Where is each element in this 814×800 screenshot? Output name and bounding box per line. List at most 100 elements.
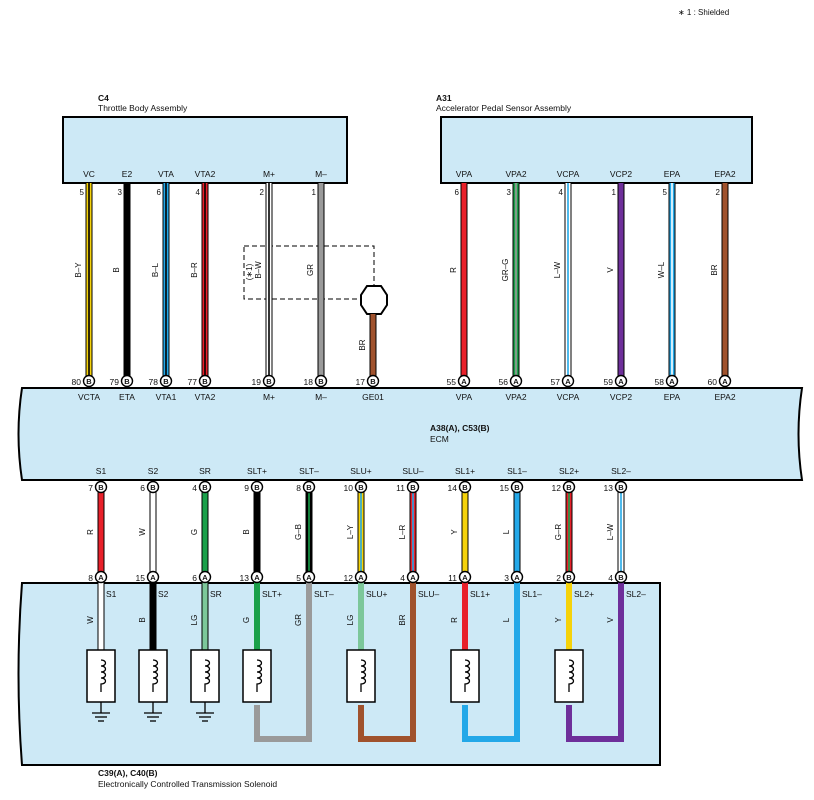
top-color-code-3: B–R xyxy=(190,262,199,278)
ecm-top-num-7: 56 xyxy=(499,377,509,387)
sol-num-0: 8 xyxy=(88,573,93,583)
coil-box-4 xyxy=(346,649,376,703)
ecm-top-pin-0-circle xyxy=(82,374,96,388)
top-label-11: EPA2 xyxy=(714,169,735,179)
sol-label-0: S1 xyxy=(106,589,117,599)
sol-pin-9-circle xyxy=(562,570,576,584)
coil-icon-5 xyxy=(464,659,471,692)
top-color-code-11: BR xyxy=(710,264,719,275)
sol-loop-0 xyxy=(254,577,312,742)
ecm-bot-label-10: SL2– xyxy=(611,466,631,476)
ecm-ground-pin-letter: B xyxy=(370,377,376,386)
top-color-code-9: V xyxy=(606,267,615,273)
ecm-bot-label-2: SR xyxy=(199,466,211,476)
ecm-bot-pin-9-letter: B xyxy=(566,483,572,492)
top-pin-4: 2 xyxy=(260,188,265,197)
sol-label-10: SL2– xyxy=(626,589,646,599)
ecm-top-label-3: VTA2 xyxy=(195,392,216,402)
top-color-code-2: B–L xyxy=(151,262,160,277)
ecm-bot-pin-0-letter: B xyxy=(98,483,104,492)
ecm-code: A38(A), C53(B) xyxy=(430,423,490,433)
top-pin-2: 6 xyxy=(157,188,162,197)
ecm-bot-pin-2-circle xyxy=(198,480,212,494)
ecm-bot-pin-3-circle xyxy=(250,480,264,494)
sol-label-1: S2 xyxy=(158,589,169,599)
ecm-bot-num-1: 6 xyxy=(140,483,145,493)
ecm-top-pin-5-circle xyxy=(314,374,328,388)
bot-color-code-0: R xyxy=(86,529,95,535)
ecm-bot-pin-0-circle xyxy=(94,480,108,494)
ecm-bot-label-1: S2 xyxy=(148,466,159,476)
ecm-ground-label: GE01 xyxy=(362,392,384,402)
ecm-bot-pin-8-circle xyxy=(510,480,524,494)
bot-color-code-9: G–R xyxy=(554,524,563,541)
top-color-code-1: B xyxy=(112,267,121,272)
sol-color-code-5: LG xyxy=(346,615,355,626)
ecm-bot-pin-9-circle xyxy=(562,480,576,494)
ecm-top-label-10: EPA xyxy=(664,392,681,402)
top-pin-11: 2 xyxy=(716,188,721,197)
sol-num-9: 2 xyxy=(556,573,561,583)
ground-color-code: BR xyxy=(358,339,367,350)
ecm-bot-label-4: SLT– xyxy=(299,466,319,476)
ecm-top-num-3: 77 xyxy=(188,377,198,387)
top-label-1: E2 xyxy=(122,169,133,179)
sol-num-7: 11 xyxy=(448,573,457,583)
top-label-3: VTA2 xyxy=(195,169,216,179)
coil-icon-0 xyxy=(100,659,107,692)
ecm-top-label-6: VPA xyxy=(456,392,473,402)
top-label-6: VPA xyxy=(456,169,473,179)
sol-pin-4-letter: A xyxy=(306,573,312,582)
top-pin-8: 4 xyxy=(559,188,564,197)
ecm-top-pin-5-letter: B xyxy=(318,377,324,386)
sol-color-code-4: GR xyxy=(294,614,303,626)
ecm-bot-pin-3-letter: B xyxy=(254,483,260,492)
sol-loop-1-b xyxy=(358,577,416,742)
sol-label-8: SL1– xyxy=(522,589,542,599)
pedal-name: Accelerator Pedal Sensor Assembly xyxy=(436,103,572,113)
shield-note: ∗ 1 : Shielded xyxy=(678,8,729,17)
sol-num-5: 12 xyxy=(344,573,354,583)
ecm-bot-pin-6-letter: B xyxy=(410,483,416,492)
ecm-bot-num-10: 13 xyxy=(604,483,614,493)
sol-loop-3-b xyxy=(566,577,624,742)
ecm-top-num-4: 19 xyxy=(252,377,262,387)
top-color-code-7: GR–G xyxy=(501,259,510,282)
top-pin-0: 5 xyxy=(80,188,85,197)
ecm-top-num-8: 57 xyxy=(551,377,561,387)
sol-pin-4-circle xyxy=(302,570,316,584)
ecm-top-pin-1-circle xyxy=(120,374,134,388)
ecm-top-pin-11-circle xyxy=(718,374,732,388)
sol-num-6: 4 xyxy=(400,573,405,583)
sol-color-code-3: G xyxy=(242,617,251,623)
top-pin-6: 6 xyxy=(455,188,460,197)
bot-color-code-2: G xyxy=(190,529,199,535)
coil-box-2 xyxy=(190,649,220,703)
sol-loop-2 xyxy=(462,577,520,742)
top-label-5: M– xyxy=(315,169,327,179)
ecm-top-pin-10-letter: A xyxy=(669,377,675,386)
top-pin-9: 1 xyxy=(612,188,617,197)
ecm-top-pin-6-circle xyxy=(457,374,471,388)
ecm-top-num-2: 78 xyxy=(149,377,159,387)
bot-color-code-6: L–R xyxy=(398,524,407,539)
sol-color-code-6: BR xyxy=(398,614,407,625)
wires-layer xyxy=(85,183,729,742)
ecm-bot-num-0: 7 xyxy=(88,483,93,493)
sol-num-2: 6 xyxy=(192,573,197,583)
sol-num-10: 4 xyxy=(608,573,613,583)
bot-color-code-5: L–Y xyxy=(346,524,355,539)
sol-pin-8-letter: A xyxy=(514,573,520,582)
sol-pin-9-letter: B xyxy=(566,573,572,582)
top-label-10: EPA xyxy=(664,169,681,179)
sol-pin-3-letter: A xyxy=(254,573,260,582)
ecm-bot-num-4: 8 xyxy=(296,483,301,493)
coil-box-1 xyxy=(138,649,168,703)
sol-label-9: SL2+ xyxy=(574,589,594,599)
sol-label-2: SR xyxy=(210,589,222,599)
pedal-sensor-box xyxy=(440,116,753,184)
shield-label: (∗1) xyxy=(245,263,254,280)
shield-ground-symbol xyxy=(360,285,388,315)
ecm-bot-pin-1-letter: B xyxy=(150,483,156,492)
